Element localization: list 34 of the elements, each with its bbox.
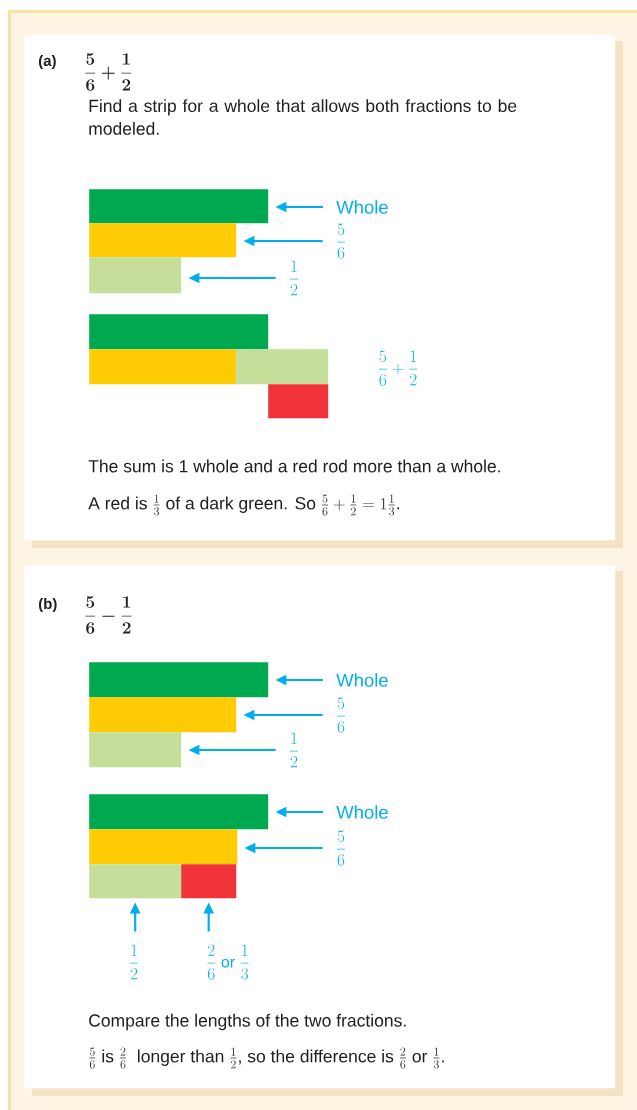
explanation-text: Compare the lengths of the two fractions. — [89, 1013, 406, 1031]
fraction-bar — [89, 223, 237, 258]
fraction-bar — [236, 349, 329, 385]
fraction-bar — [181, 864, 237, 899]
fraction-bar — [89, 662, 269, 698]
fraction-label: $\frac{2}{6}\text{ or }\frac{1}{3}$ — [207, 944, 249, 980]
fraction-label: $\frac{1}{2}$ — [130, 944, 138, 980]
sum-label: $\frac{5}{6} + \frac{1}{2}$ — [378, 350, 418, 386]
fraction-label: $\frac{1}{2}$ — [290, 732, 298, 768]
bar-label: Whole — [336, 200, 388, 214]
fraction-bar — [89, 864, 182, 899]
fraction-bar — [89, 794, 269, 830]
explanation-text: $\tfrac{5}{6}\text{ is }\tfrac{2}{6}\text{ \ longer than }\tfrac{1}{2}\text{, so the difference is }\tfrac{2}{6}\text{ or }\tfrac{1}{3}\text{.}$ — [89, 1047, 444, 1069]
expression: $\frac{5}{6} + \frac{1}{2}$ — [85, 53, 132, 91]
part-label: (b) — [38, 598, 57, 612]
fraction-bar — [89, 829, 238, 865]
fraction-label: $\frac{1}{2}$ — [290, 260, 298, 296]
fraction-bar — [268, 384, 329, 419]
fraction-label: $\frac{5}{6}$ — [337, 223, 345, 259]
expression: $\frac{5}{6} - \frac{1}{2}$ — [85, 596, 132, 634]
instruction-text: Find a strip for a whole that allows both fractions to be modeled. — [89, 99, 517, 135]
bar-label: Whole — [336, 673, 388, 687]
fraction-bar — [89, 732, 182, 768]
explanation-text: The sum is 1 whole and a red rod more than a whole. — [88, 459, 500, 473]
fraction-bar — [89, 697, 237, 733]
explanation-text: $\text{A red is }\tfrac{1}{3}\text{ of a dark green. So }\tfrac{5}{6} + \tfrac{1}{2} = 1\tfrac{1}{3}\text{.}$ — [88, 494, 399, 516]
fraction-label: $\frac{5}{6}$ — [337, 830, 345, 866]
fraction-bar — [89, 189, 269, 224]
fraction-bar — [89, 257, 182, 294]
part-label: (a) — [38, 55, 56, 69]
bar-label: Whole — [336, 805, 388, 819]
fraction-bar — [89, 314, 269, 350]
fraction-bar — [89, 349, 237, 385]
fraction-label: $\frac{5}{6}$ — [337, 697, 345, 733]
